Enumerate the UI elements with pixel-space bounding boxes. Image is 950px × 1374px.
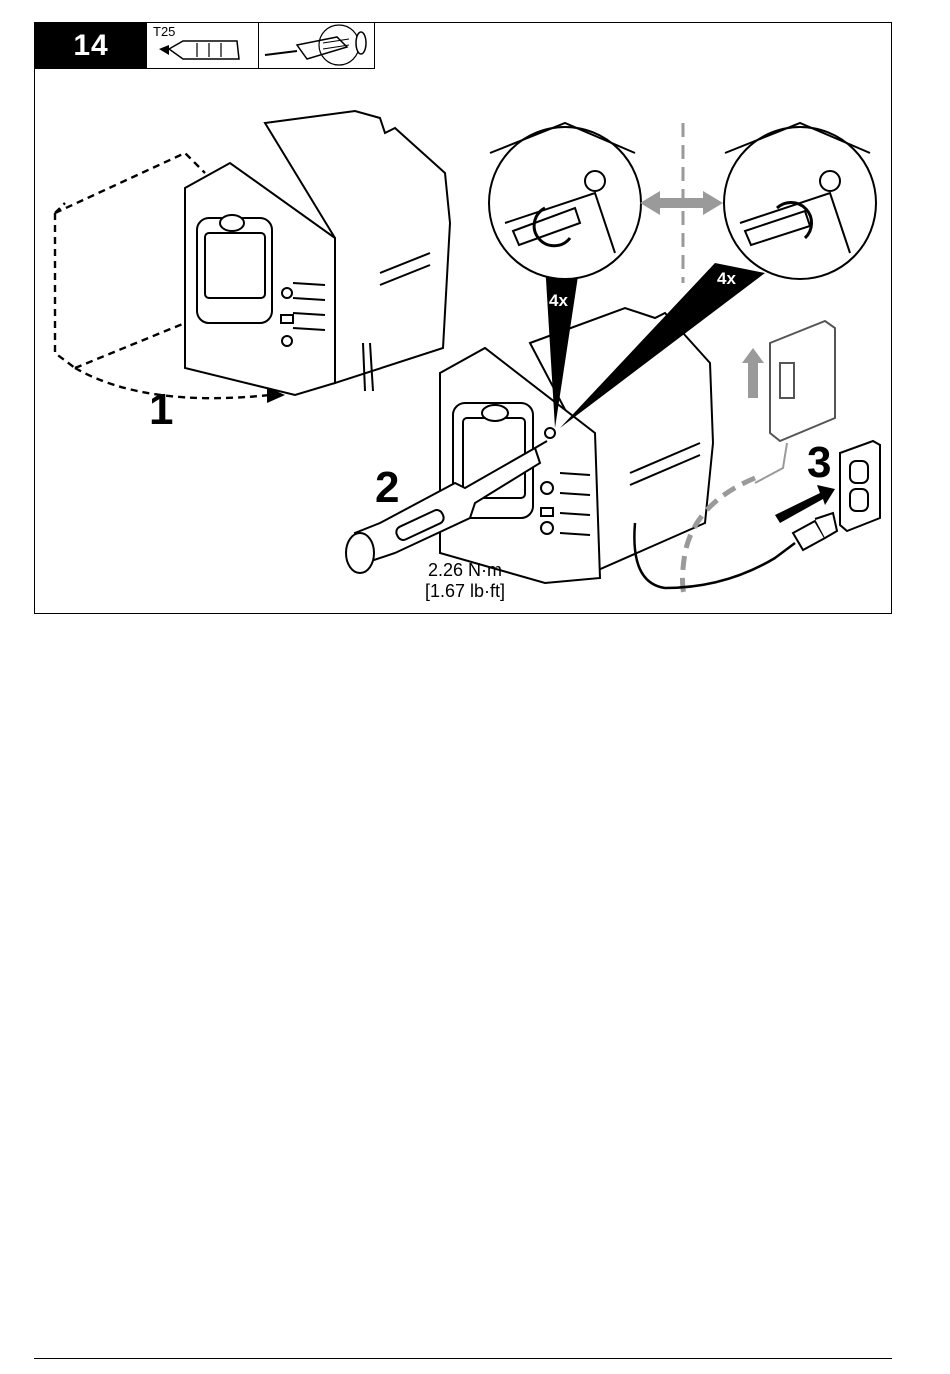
callout-3: 3 — [807, 438, 831, 488]
footer-rule — [34, 1358, 892, 1359]
callout-1: 1 — [149, 385, 173, 435]
torque-spec: 2.26 N·m [1.67 lb·ft] — [400, 560, 530, 602]
diagram-artwork — [35, 23, 892, 614]
controller-left — [185, 111, 450, 395]
zoom-circle-left — [489, 123, 641, 279]
wall-outlet — [840, 441, 880, 531]
plug — [793, 513, 837, 550]
controller-right — [440, 308, 713, 583]
screw-count-left: 4x — [549, 291, 568, 311]
screw-count-right: 4x — [717, 269, 736, 289]
torque-driver-icon — [259, 23, 375, 69]
zoom-circle-right — [724, 123, 876, 279]
tool-bit-box: T25 — [147, 23, 259, 69]
tool-driver-box — [259, 23, 375, 69]
step-number: 14 — [35, 23, 147, 69]
callout-2: 2 — [375, 463, 399, 513]
assembly-figure: 14 T25 1 2 3 4x 4x 2.26 N·m [1.67 lb·ft] — [34, 22, 892, 614]
torque-metric: 2.26 N·m — [400, 560, 530, 581]
torx-bit-icon — [147, 23, 259, 69]
torque-imperial: [1.67 lb·ft] — [400, 581, 530, 602]
arrow-up — [742, 348, 764, 398]
